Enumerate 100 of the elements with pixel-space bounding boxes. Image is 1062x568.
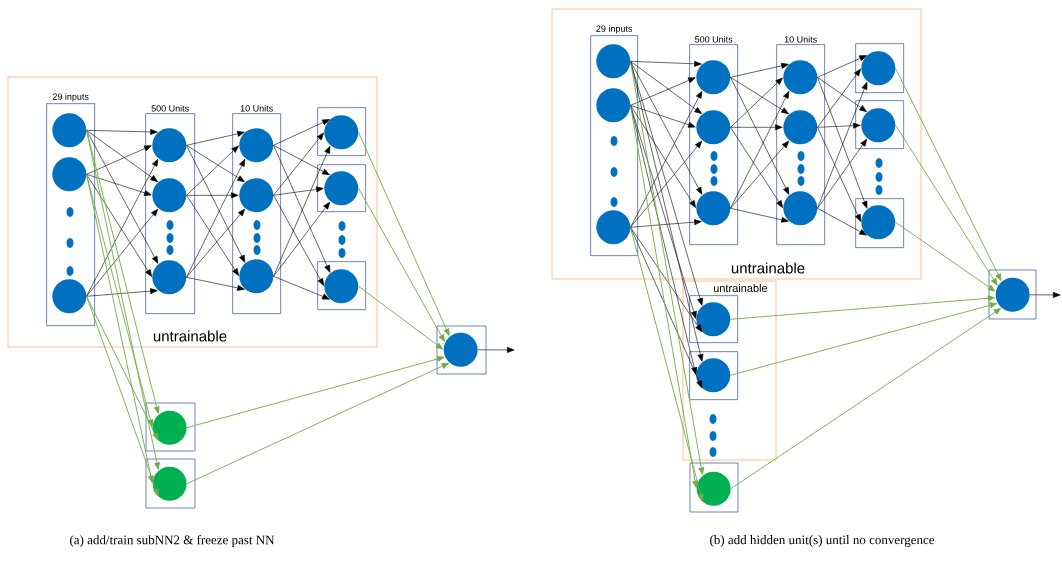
neuron-circle bbox=[239, 128, 274, 163]
arrow bbox=[630, 105, 696, 128]
neuron-circle bbox=[324, 115, 359, 150]
arrow bbox=[86, 173, 154, 483]
arrow bbox=[186, 145, 239, 196]
neuron-circle bbox=[52, 113, 87, 148]
arrow bbox=[358, 285, 443, 350]
arrow bbox=[86, 130, 158, 182]
arrow bbox=[895, 124, 998, 286]
neuron-circle bbox=[596, 210, 631, 245]
arrow bbox=[630, 226, 704, 502]
arrow bbox=[186, 356, 445, 429]
node-label: 10 Units bbox=[240, 104, 273, 112]
arrow bbox=[630, 61, 702, 114]
neuron-circle bbox=[861, 205, 896, 240]
neuron-circle bbox=[152, 466, 187, 501]
arrow bbox=[477, 347, 515, 353]
arrow bbox=[630, 60, 702, 67]
arrow bbox=[817, 208, 867, 236]
arrow bbox=[730, 308, 1001, 490]
arrow bbox=[186, 195, 239, 276]
arrow bbox=[630, 105, 697, 319]
arrow bbox=[273, 132, 324, 196]
arrow bbox=[730, 127, 783, 208]
layer-box: 29 inputs bbox=[590, 25, 638, 256]
unit-box bbox=[689, 351, 738, 400]
neuron-circle bbox=[596, 44, 631, 79]
arrow bbox=[630, 90, 703, 228]
unit-box bbox=[855, 43, 904, 93]
unit-box bbox=[689, 295, 738, 343]
unit-box bbox=[855, 100, 904, 149]
neuron-circle bbox=[696, 358, 731, 393]
arrow bbox=[630, 140, 702, 228]
arrow bbox=[817, 77, 867, 112]
neuron-circle bbox=[783, 191, 818, 226]
neuron-circle bbox=[696, 110, 731, 145]
node-label: 500 Units bbox=[151, 104, 189, 112]
arrow bbox=[186, 362, 449, 485]
arrow bbox=[273, 145, 330, 176]
unit-box bbox=[317, 107, 366, 156]
arrow bbox=[86, 288, 158, 297]
arrow bbox=[630, 219, 702, 228]
arrow bbox=[895, 221, 996, 292]
neuron-circle bbox=[443, 332, 478, 367]
arrow bbox=[86, 174, 152, 277]
neuron-circle bbox=[696, 60, 731, 95]
layer-box: 500 Units bbox=[145, 105, 195, 314]
neuron-circle bbox=[152, 128, 187, 163]
neuron-circle bbox=[324, 171, 359, 206]
arrow bbox=[86, 129, 158, 135]
arrow bbox=[730, 77, 783, 128]
unit-box bbox=[145, 458, 196, 509]
arrow bbox=[273, 195, 324, 286]
node-label: 500 Units bbox=[695, 35, 733, 43]
arrow bbox=[630, 77, 696, 106]
arrow bbox=[358, 187, 445, 342]
arrow bbox=[186, 192, 239, 199]
neuron-circle bbox=[596, 88, 631, 123]
neuron-circle bbox=[52, 157, 87, 192]
neuron-circle bbox=[696, 191, 731, 226]
arrow bbox=[186, 208, 245, 278]
neuron-circle bbox=[324, 269, 359, 304]
arrow bbox=[730, 124, 783, 131]
unit-box bbox=[988, 269, 1037, 320]
neuron-circle bbox=[861, 108, 896, 143]
arrow bbox=[630, 227, 703, 388]
unit-box bbox=[317, 164, 366, 212]
arrow bbox=[730, 140, 789, 209]
arrow bbox=[730, 302, 997, 376]
unit-box bbox=[689, 462, 739, 513]
caption-text: (a) add/train subNN2 & freeze past NN bbox=[70, 535, 275, 547]
node-label: 29 inputs bbox=[596, 25, 633, 34]
arrow bbox=[630, 227, 703, 333]
layer-box: 29 inputs bbox=[46, 93, 95, 326]
neuron-circle bbox=[152, 178, 187, 213]
arrow bbox=[186, 145, 245, 182]
neuron-circle bbox=[696, 302, 731, 337]
neuron-circle bbox=[861, 51, 896, 86]
node-label: 10 Units bbox=[784, 35, 817, 43]
arrow bbox=[358, 131, 450, 336]
neuron-circle bbox=[783, 110, 818, 145]
neuron-circle bbox=[783, 60, 818, 95]
arrow bbox=[817, 122, 861, 129]
neuron-circle bbox=[696, 471, 731, 506]
neuron-circle bbox=[239, 259, 274, 294]
unit-box bbox=[855, 198, 904, 248]
arrow bbox=[630, 61, 703, 195]
arrow bbox=[273, 276, 330, 300]
layer-box: 10 Units bbox=[776, 36, 825, 245]
arrow bbox=[186, 130, 245, 146]
arrow bbox=[630, 61, 703, 306]
layer-box: 10 Units bbox=[232, 105, 281, 314]
layer-box: 500 Units bbox=[689, 36, 738, 245]
arrow bbox=[86, 208, 158, 297]
arrow bbox=[86, 174, 152, 196]
arrow bbox=[817, 127, 862, 222]
arrow bbox=[273, 119, 330, 146]
arrow bbox=[86, 158, 159, 297]
arrow bbox=[186, 145, 246, 263]
arrow bbox=[86, 295, 159, 497]
